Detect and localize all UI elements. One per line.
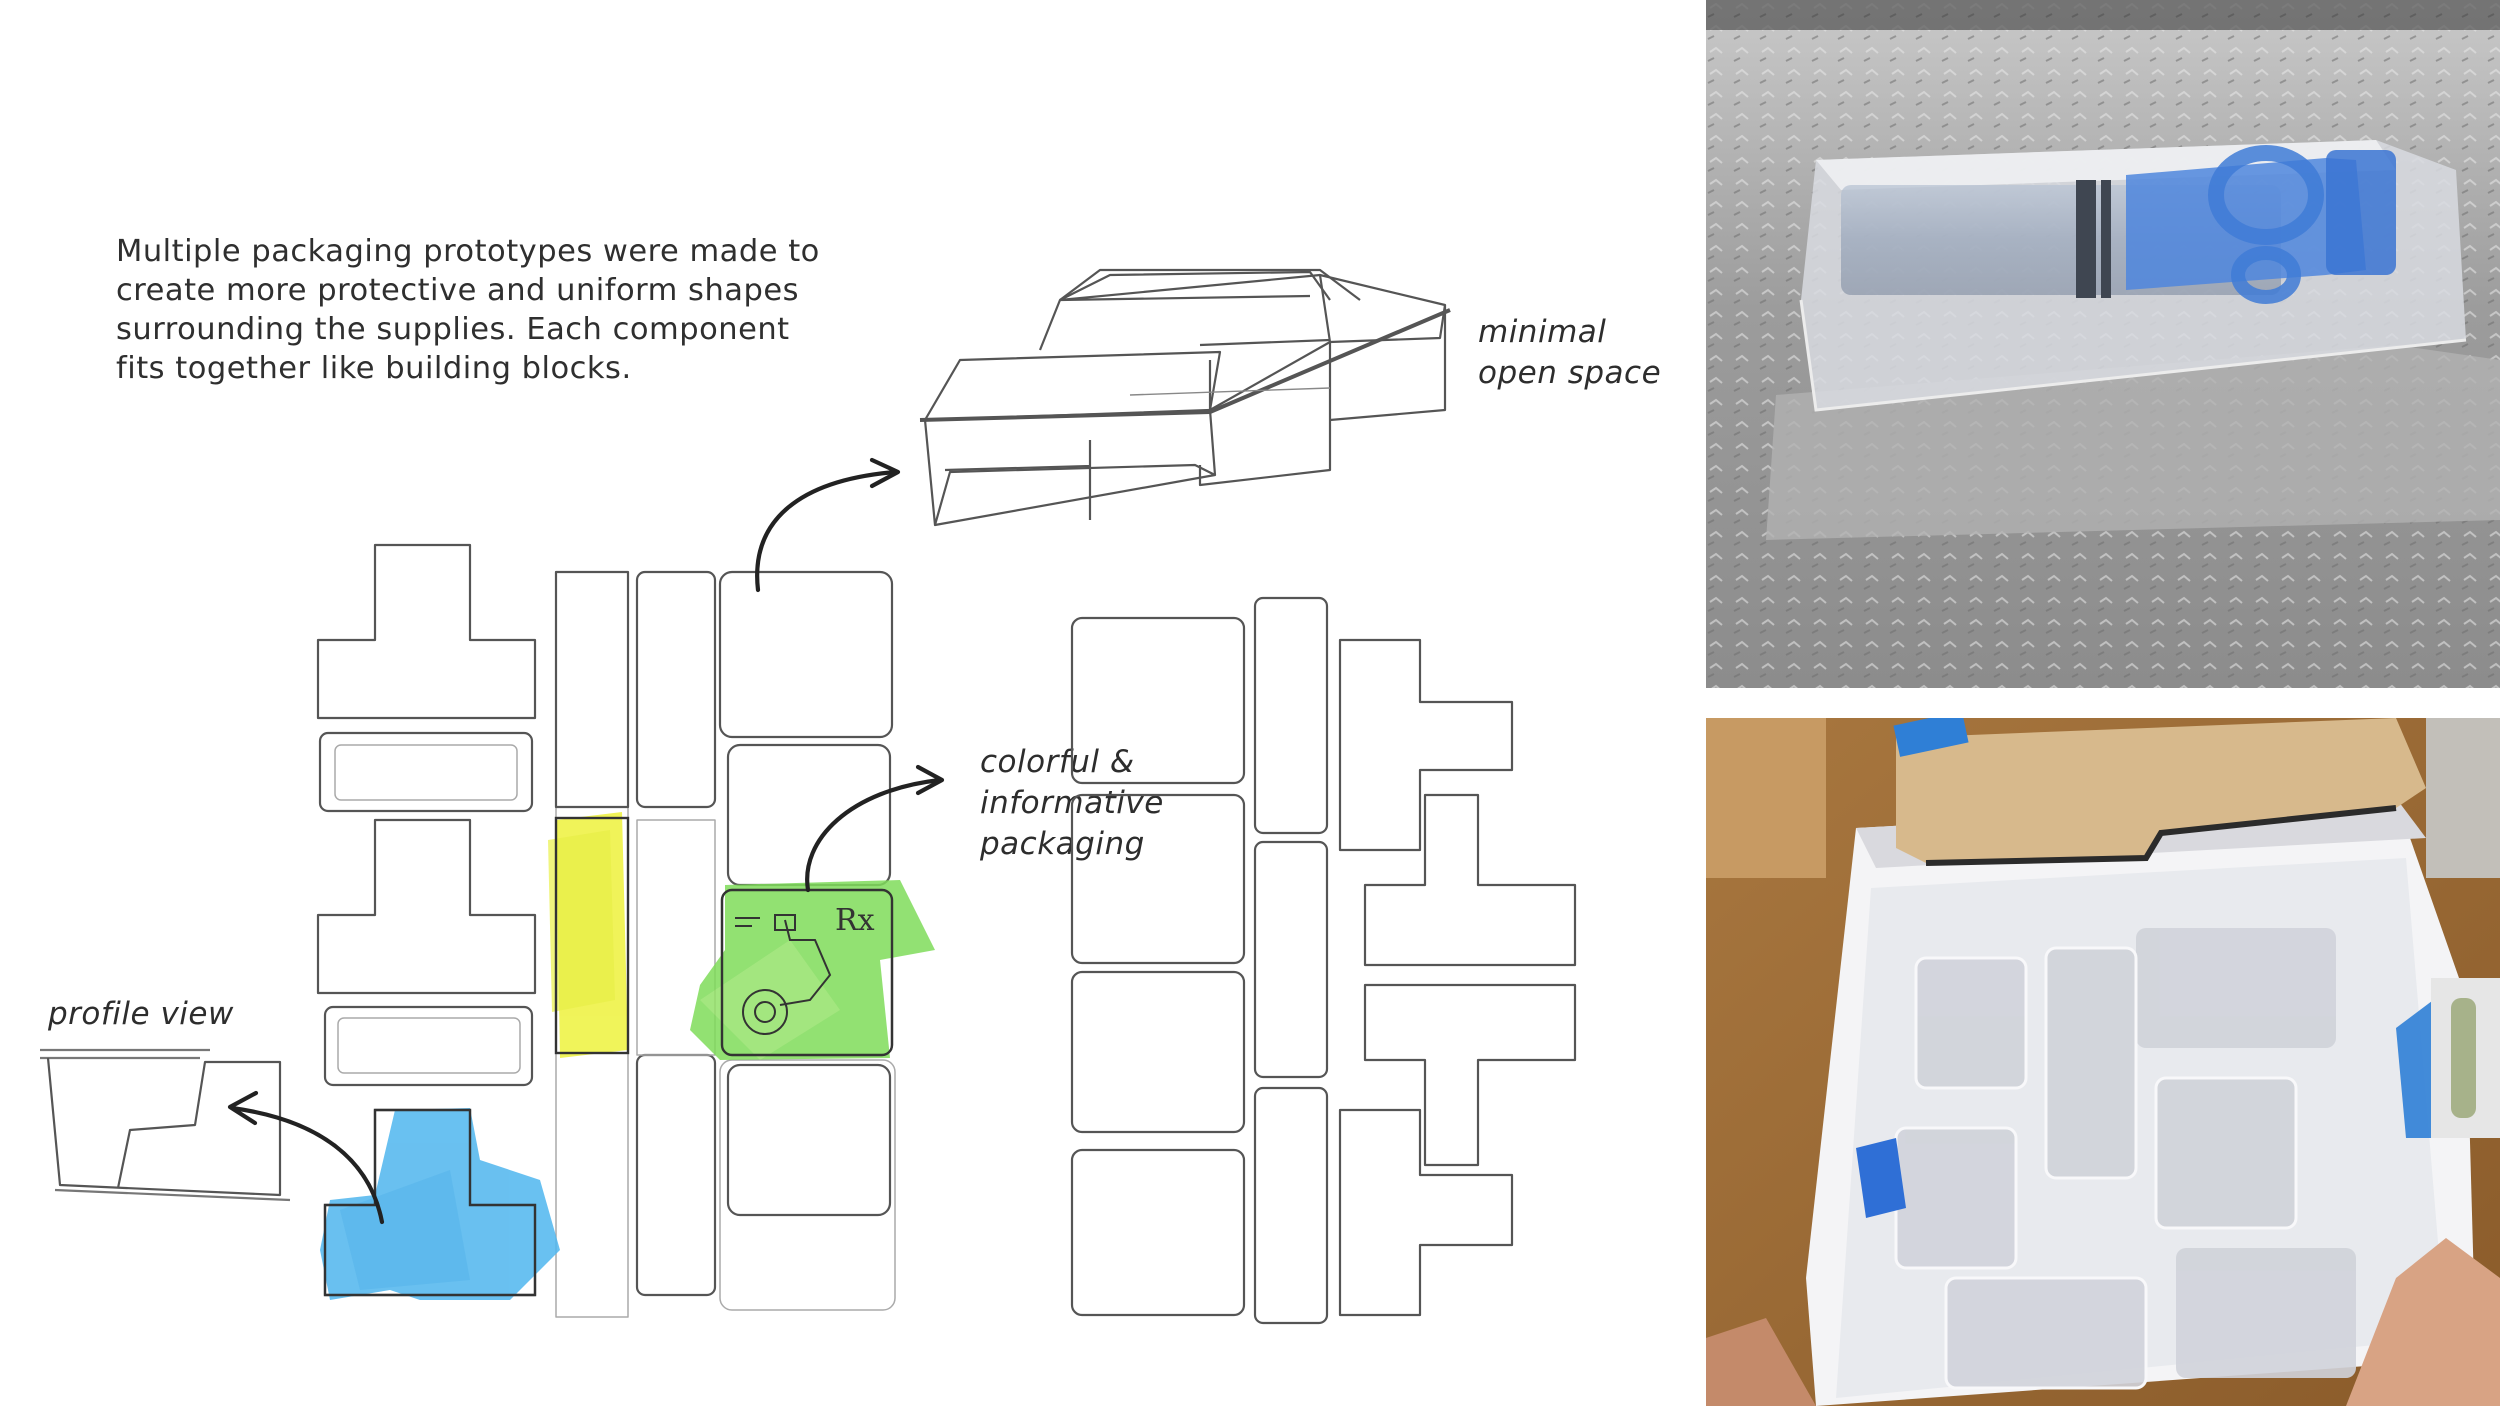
arrow-head <box>869 457 901 489</box>
arrow-head <box>915 764 945 796</box>
description-text: Multiple packaging prototypes were made … <box>116 234 820 386</box>
rx-label: Rx <box>835 903 875 938</box>
note-line: colorful & <box>980 744 1135 780</box>
note-profile-view: profile view <box>48 996 234 1032</box>
note-line: open space <box>1478 355 1662 391</box>
highlight-blue <box>320 1108 560 1300</box>
profile-view-sketch <box>40 1048 291 1202</box>
note-minimal-open-space: minimal open space <box>1478 312 1661 394</box>
arrow-head <box>227 1090 259 1126</box>
highlight-green <box>690 880 935 1060</box>
photo-box-insert <box>1706 718 2500 1406</box>
arrow-to-tray <box>755 469 898 593</box>
note-line: minimal <box>1478 314 1607 350</box>
isometric-tray-sketch <box>919 268 1451 527</box>
tray-layout-sketch-right <box>1070 596 1577 1325</box>
arrow-to-colorful-note <box>805 777 943 893</box>
rx-illustration <box>735 914 832 1035</box>
arrow-to-profile <box>229 1105 385 1225</box>
sketch-canvas: Rx <box>40 268 1577 1325</box>
photo-blister-tray <box>1706 0 2500 688</box>
note-line: packaging <box>980 826 1145 862</box>
highlight-yellow <box>548 812 628 1058</box>
